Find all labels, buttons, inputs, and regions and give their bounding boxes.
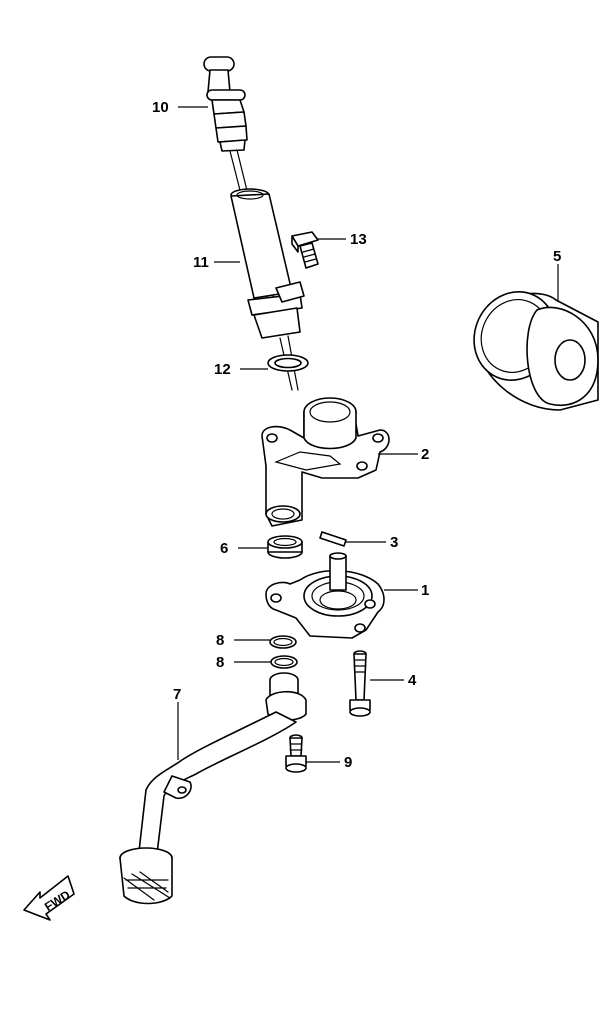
oil-strainer-part [119,672,307,905]
callout-3: 3 [390,534,398,551]
callout-9: 9 [344,754,352,771]
oil-pump-cover-part [261,397,390,527]
collar-part-6 [267,535,303,559]
leader-lines [177,106,559,763]
bolt-part-13 [291,231,319,269]
callout-12: 12 [214,361,231,378]
dipstick-tube-part [230,188,305,391]
callout-6: 6 [220,540,228,557]
callout-1: 1 [421,582,429,599]
callout-8-lower: 8 [216,654,224,671]
callout-labels: 10 11 12 13 5 2 3 6 1 8 8 4 7 9 [152,99,561,771]
callout-5: 5 [553,248,561,265]
o-ring-part-8b [270,655,298,669]
dowel-pin-part [319,531,347,547]
callout-8-upper: 8 [216,632,224,649]
callout-7: 7 [173,686,181,703]
callout-11: 11 [193,254,209,271]
short-bolt-part-9 [285,734,307,773]
fwd-arrow: FWD [23,875,75,921]
long-bolt-part-4 [349,650,371,717]
dipstick-handle-part [203,56,275,301]
callout-13: 13 [350,231,367,248]
oil-pump-body-part [265,552,385,639]
callout-10: 10 [152,99,169,116]
callout-2: 2 [421,446,429,463]
o-ring-part-8a [269,635,297,649]
callout-4: 4 [408,672,417,689]
o-ring-part-12 [267,354,309,372]
oil-filter-part [473,291,599,411]
